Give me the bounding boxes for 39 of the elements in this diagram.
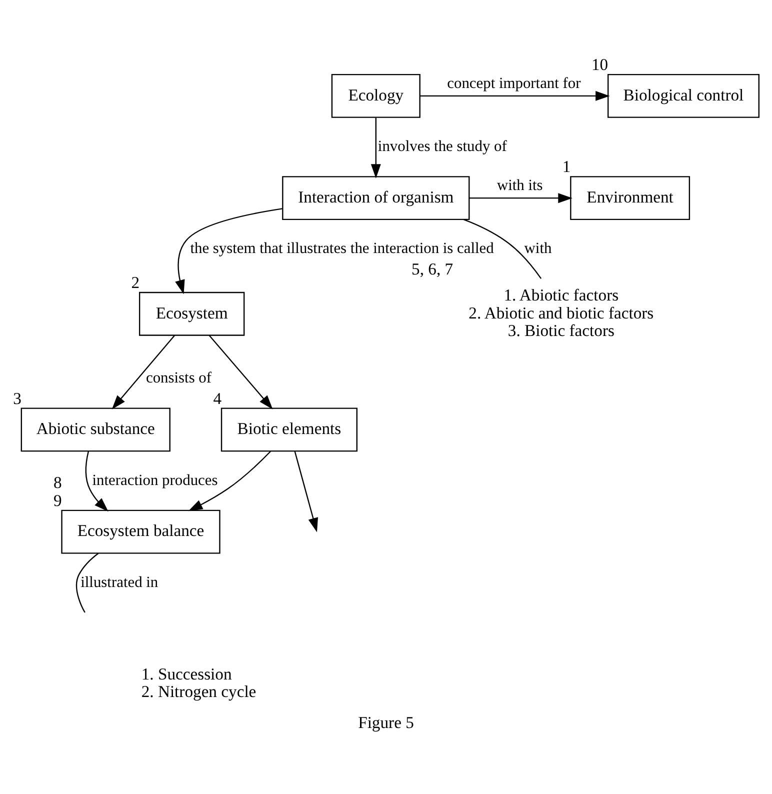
node-box: Biotic elements — [220, 408, 358, 452]
arrow — [85, 451, 108, 512]
edge-label: involves the study of — [378, 138, 507, 156]
node-box: Environment — [570, 176, 690, 220]
caption: Figure 5 — [358, 712, 414, 732]
node-label: 10 — [591, 55, 608, 74]
label: 1. Succession — [141, 664, 232, 684]
arrow — [208, 334, 273, 410]
node-box: Abiotic substance — [20, 408, 170, 452]
edge-label: with — [524, 240, 552, 258]
node-label: 1 — [562, 157, 571, 176]
arrow — [370, 118, 381, 178]
node-label: 5, 6, 7 — [412, 259, 454, 278]
node-label: 4 — [213, 388, 222, 408]
edge-label: consists of — [146, 370, 212, 387]
node-label: 9 — [53, 490, 62, 510]
connector — [76, 552, 99, 613]
node-box: Ecology — [331, 74, 420, 118]
arrow — [469, 193, 572, 204]
label: 2. Nitrogen cycle — [141, 682, 256, 702]
node-text: 1. Abiotic factors 2. Abiotic and biotic factors 3. Biotic factors — [468, 285, 654, 340]
node-box: Biological control — [608, 74, 760, 118]
arrow — [112, 334, 176, 410]
arrow — [294, 451, 318, 532]
node-label: 3 — [13, 388, 22, 408]
node-box: Ecosystem — [138, 292, 245, 336]
edge-label: interaction produces — [92, 472, 218, 489]
arrow — [175, 208, 282, 294]
node-label: 2 — [131, 272, 140, 292]
arrow — [188, 450, 271, 512]
node-box: Interaction of organism — [282, 176, 470, 220]
node-label: 8 — [53, 473, 62, 492]
edge-label: concept important for — [447, 75, 581, 92]
edge-label: with its — [496, 177, 543, 194]
edge-label: illustrated in — [80, 574, 158, 591]
node-box: Ecosystem balance — [61, 510, 220, 554]
edge-label: the system that illustrates the interaction is called — [190, 240, 494, 258]
connector — [463, 218, 542, 279]
arrow — [420, 90, 610, 101]
